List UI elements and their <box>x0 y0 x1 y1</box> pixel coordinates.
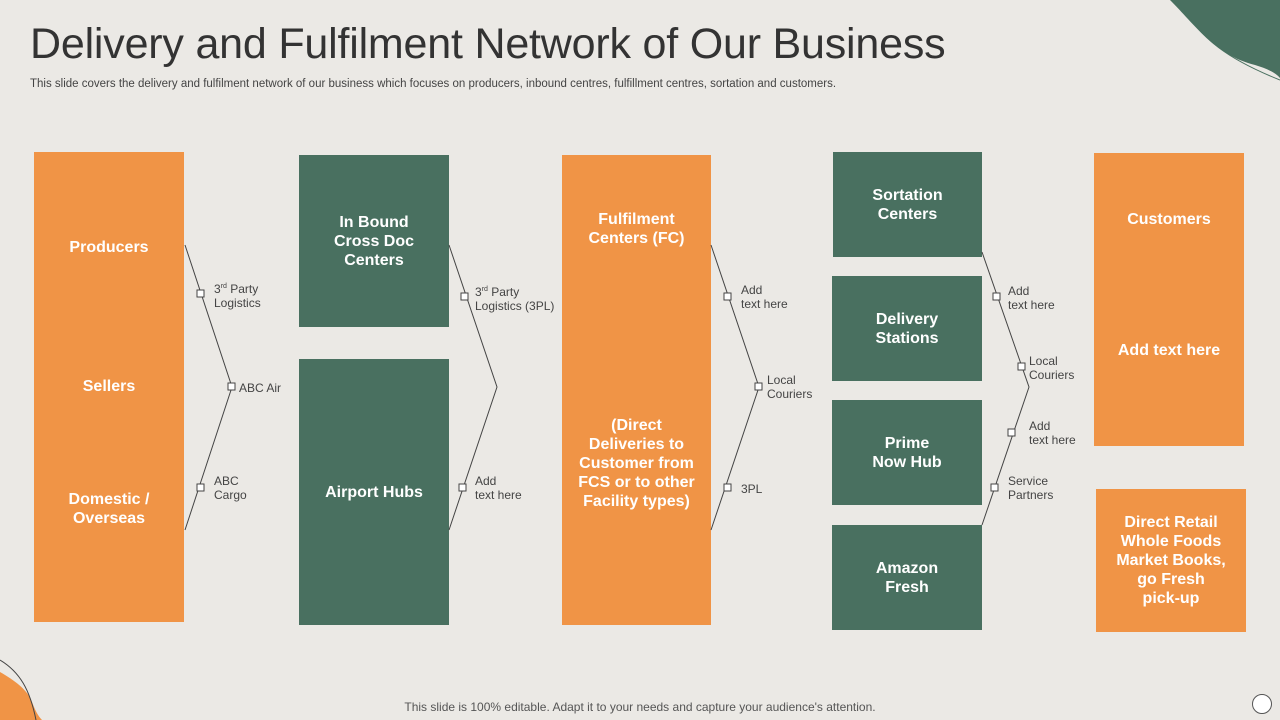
page-title: Delivery and Fulfilment Network of Our B… <box>30 20 946 68</box>
prime-now-hub-label: Prime Now Hub <box>872 434 942 471</box>
sellers-label: Sellers <box>82 378 136 395</box>
customers-box: Customers Add text here <box>1094 153 1244 446</box>
producers-box: Producers Sellers Domestic / Overseas <box>34 152 184 622</box>
amazon-fresh-box: Amazon Fresh <box>832 525 982 630</box>
page-subtitle: This slide covers the delivery and fulfi… <box>30 78 837 90</box>
fulfilment-centers-label: Fulfilment Centers (FC) <box>588 211 685 247</box>
producers-label: Producers <box>69 239 149 256</box>
connector-1-label-3: ABC Cargo <box>214 474 247 502</box>
domestic-overseas-label: Domestic / Overseas <box>68 491 150 527</box>
connector-3-label-2: Local Couriers <box>767 373 813 401</box>
connector-1-node-2 <box>227 382 236 391</box>
direct-deliveries-label: (Direct Deliveries to Customer from FCS … <box>578 417 695 510</box>
connector-4-label-2: Local Couriers <box>1029 354 1075 382</box>
customers-add-text-label: Add text here <box>1117 342 1221 359</box>
customers-label: Customers <box>1127 211 1211 228</box>
amazon-fresh-label: Amazon Fresh <box>875 559 939 596</box>
delivery-stations-label: Delivery Stations <box>875 310 939 347</box>
connector-3-label-1: Add text here <box>741 283 788 311</box>
bottom-left-accent-shape <box>0 672 42 720</box>
connector-1-node-3 <box>196 483 205 492</box>
connector-2-label-2: Add text here <box>475 474 522 502</box>
connector-4-node-3 <box>1007 428 1016 437</box>
sortation-centers-box: Sortation Centers <box>833 152 982 257</box>
direct-retail-box: Direct Retail Whole Foods Market Books, … <box>1096 489 1246 632</box>
prime-now-hub-box: Prime Now Hub <box>832 400 982 505</box>
connector-2-line <box>448 244 498 531</box>
connector-1-node-1 <box>196 289 205 298</box>
connector-2-label-1: 3rd Party Logistics (3PL) <box>475 285 555 313</box>
connector-2-node-2 <box>458 483 467 492</box>
top-right-accent-line <box>1177 0 1280 81</box>
bottom-left-accent-line <box>0 659 37 720</box>
connector-3-label-3: 3PL <box>741 482 763 496</box>
fulfilment-centers-box: Fulfilment Centers (FC) (Direct Deliveri… <box>562 155 711 625</box>
connector-4-node-2 <box>1017 362 1026 371</box>
connector-2-node-1 <box>460 292 469 301</box>
connector-4-label-3: Add text here <box>1029 419 1076 447</box>
connector-4-label-1: Add text here <box>1008 284 1055 312</box>
connector-4-label-4: Service Partners <box>1008 474 1054 502</box>
top-right-accent-shape <box>1170 0 1280 78</box>
sortation-centers-label: Sortation Centers <box>872 186 943 223</box>
connector-1-label-2: ABC Air <box>239 381 282 395</box>
airport-hubs-box: Airport Hubs <box>299 359 449 625</box>
inbound-cross-doc-label: In Bound Cross Doc Centers <box>333 213 415 269</box>
inbound-cross-doc-box: In Bound Cross Doc Centers <box>299 155 449 327</box>
connector-3-node-3 <box>723 483 732 492</box>
connector-4-node-4 <box>990 483 999 492</box>
direct-retail-label: Direct Retail Whole Foods Market Books, … <box>1116 514 1226 607</box>
delivery-stations-box: Delivery Stations <box>832 276 982 381</box>
connector-3-node-2 <box>754 382 763 391</box>
connector-1-label-1: 3rd Party Logistics <box>214 282 261 310</box>
footer-note: This slide is 100% editable. Adapt it to… <box>404 700 876 714</box>
connector-4-node-1 <box>992 292 1001 301</box>
airport-hubs-label: Airport Hubs <box>325 483 423 501</box>
connector-3-node-1 <box>723 292 732 301</box>
slide-nav-button[interactable] <box>1252 694 1272 714</box>
